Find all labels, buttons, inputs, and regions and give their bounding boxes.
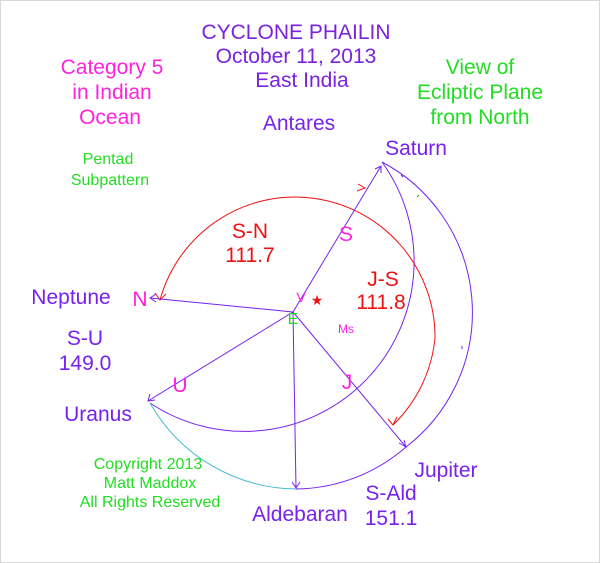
red-arrow-s xyxy=(356,183,367,192)
line-e-to-aldebaran xyxy=(292,311,297,489)
red-arrow-n xyxy=(154,292,167,301)
marker-j: J xyxy=(342,371,353,394)
label-uranus: Uranus xyxy=(64,403,132,426)
pattern-line1: Pentad xyxy=(83,151,134,168)
sun-star-icon: ★ xyxy=(311,292,324,308)
arrow-jupiter xyxy=(398,439,407,449)
view-line2: Ecliptic Plane xyxy=(417,81,543,104)
orbit-circle-lower-left-arc xyxy=(149,402,297,490)
arrow-aldebaran xyxy=(291,481,301,489)
view-line3: from North xyxy=(430,106,529,129)
arrow-neptune xyxy=(149,293,157,303)
orbit-circle-bottom-arc xyxy=(295,446,407,490)
angle-sn-value: 111.7 xyxy=(225,244,274,267)
orbit-circle-right-arc xyxy=(381,161,473,448)
red-arc xyxy=(159,196,436,426)
angle-sald-label: S-Ald xyxy=(365,482,416,505)
arrow-saturn xyxy=(374,165,382,173)
marker-v: V xyxy=(296,289,306,305)
region: East India xyxy=(255,69,349,92)
angle-su-value: 149.0 xyxy=(59,352,112,375)
orbit-circle xyxy=(149,161,415,432)
label-aldebaran: Aldebaran xyxy=(252,503,348,526)
date: October 11, 2013 xyxy=(216,45,377,68)
angle-js-label: J-S xyxy=(367,268,399,291)
title: CYCLONE PHAILIN xyxy=(201,21,390,44)
orbit-tick xyxy=(416,194,420,198)
orbit-tick xyxy=(400,174,404,178)
marker-ms: Ms xyxy=(338,322,354,336)
label-antares: Antares xyxy=(263,112,335,135)
category-line3: Ocean xyxy=(79,106,141,129)
pattern-line2: Subpattern xyxy=(71,172,149,189)
line-e-to-jupiter xyxy=(292,311,407,448)
red-arrow-j xyxy=(387,416,398,426)
line-e-to-uranus xyxy=(147,311,294,402)
label-jupiter: Jupiter xyxy=(414,459,477,482)
marker-e: E xyxy=(288,311,299,328)
view-line1: View of xyxy=(446,56,515,79)
category-line2: in Indian xyxy=(72,81,151,104)
angle-js-value: 111.8 xyxy=(356,291,405,314)
label-neptune: Neptune xyxy=(31,286,110,309)
copyright-line3: All Rights Reserved xyxy=(80,494,221,511)
angle-sald-value: 151.1 xyxy=(365,507,418,530)
category-line1: Category 5 xyxy=(61,56,164,79)
line-e-to-neptune xyxy=(149,297,294,313)
angle-su-label: S-U xyxy=(67,327,103,350)
copyright-line1: Copyright 2013 xyxy=(94,456,203,473)
label-saturn: Saturn xyxy=(385,137,447,160)
copyright-line2: Matt Maddox xyxy=(104,475,196,492)
line-e-to-saturn xyxy=(292,165,382,313)
marker-s: S xyxy=(339,223,353,246)
marker-n: N xyxy=(132,288,147,311)
marker-u: U xyxy=(172,374,187,397)
arrow-uranus xyxy=(147,393,156,402)
angle-sn-label: S-N xyxy=(232,220,268,243)
